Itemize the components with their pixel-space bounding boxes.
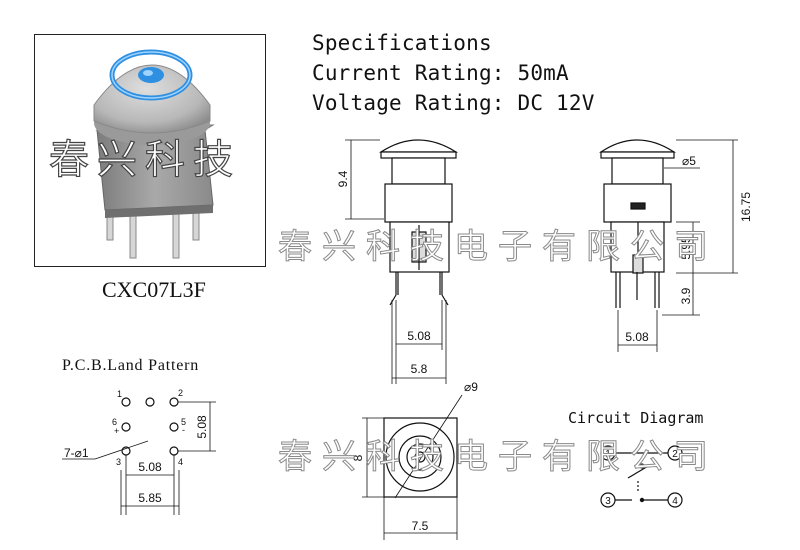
- hole-note: 7-⌀1: [64, 446, 89, 460]
- circuit-diagram-title: Circuit Diagram: [568, 409, 704, 427]
- dim-side-inner: 5.08: [407, 329, 431, 343]
- pcb-land-pattern: [62, 397, 216, 515]
- pin-label-4: 4: [178, 457, 183, 467]
- dim-total-height: 16.75: [739, 192, 753, 222]
- dim-top-width: 7.5: [412, 519, 429, 533]
- terminal-3: 3: [605, 496, 611, 507]
- pin-label-1: 1: [117, 389, 122, 399]
- current-rating: Current Rating: 50mA: [312, 61, 569, 85]
- dim-body-height: 5.95: [679, 236, 693, 260]
- front-view-drawing: [599, 139, 738, 352]
- terminal-1: 1: [605, 449, 611, 460]
- pin-plus-sign: +: [114, 426, 119, 436]
- dim-top-diameter: ⌀9: [464, 380, 478, 394]
- product-photo: 春兴科技: [34, 34, 266, 267]
- company-watermark-upper: 春兴科技电子有限公司: [278, 227, 718, 267]
- dim-side-outer: 5.8: [411, 362, 428, 376]
- specifications-heading: Specifications: [312, 31, 492, 55]
- pcb-land-pattern-title: P.C.B.Land Pattern: [62, 357, 200, 374]
- circuit-diagram: [600, 445, 683, 508]
- side-view-drawing: [345, 139, 459, 384]
- dim-pcb-inner: 5.08: [138, 460, 162, 474]
- pin-minus-sign: -: [182, 425, 185, 435]
- pin-label-5: 5: [181, 417, 186, 427]
- dim-top-height: 8: [351, 454, 365, 461]
- dim-front-pitch: 5.08: [625, 330, 649, 344]
- dim-pin-length: 3.9: [679, 287, 693, 304]
- terminal-4: 4: [672, 496, 678, 507]
- dim-cap-height: 9.4: [336, 170, 350, 187]
- dim-pcb-vertical: 5.08: [195, 415, 209, 439]
- company-watermark-lower: 春兴科技电子有限公司: [278, 437, 718, 477]
- dim-front-diameter: ⌀5: [682, 154, 696, 168]
- top-view-drawing: [362, 394, 463, 540]
- model-number: CXC07L3F: [102, 277, 206, 302]
- pin-label-6: 6: [112, 417, 117, 427]
- dim-pcb-outer: 5.85: [138, 491, 162, 505]
- terminal-2: 2: [672, 449, 678, 460]
- pin-label-2: 2: [178, 388, 183, 398]
- switch-illustration: 春兴科技: [48, 49, 241, 259]
- photo-watermark: 春兴科技: [49, 138, 241, 182]
- voltage-rating: Voltage Rating: DC 12V: [312, 91, 595, 115]
- pin-label-3: 3: [116, 457, 121, 467]
